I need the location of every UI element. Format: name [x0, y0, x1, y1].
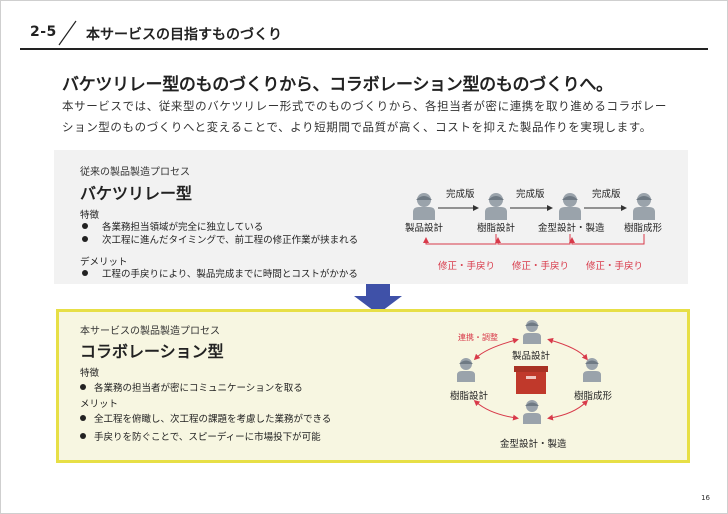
collaboration-process-panel — [56, 309, 690, 463]
list-item: 各業務の担当者が密にコミュニケーションを取る — [80, 380, 303, 394]
step-label: 樹脂成形 — [624, 223, 663, 234]
forward-label: 完成版 — [592, 189, 621, 200]
link-arrow — [547, 399, 589, 421]
header-rule — [20, 48, 708, 50]
list-item: 次工程に進んだタイミングで、前工程の修正作業が挟まれる — [82, 232, 358, 246]
traditional-title: バケツリレー型 — [80, 184, 193, 203]
rework-arrow — [495, 234, 571, 245]
collaboration-caption: 本サービスの製品製造プロセス — [80, 326, 220, 337]
step-label: 金型設計・製造 — [538, 223, 605, 234]
person-icon — [413, 193, 435, 220]
collaboration-title: コラボレーション型 — [80, 342, 224, 361]
bullet-icon — [82, 236, 88, 242]
box-icon — [514, 366, 548, 394]
forward-label: 完成版 — [516, 189, 545, 200]
headline: バケツリレー型のものづくりから、コラボレーション型のものづくりへ。 — [62, 75, 613, 95]
list-item: 各業務担当領域が完全に独立している — [82, 219, 263, 233]
node-label: 樹脂成形 — [574, 391, 613, 402]
node-label: 製品設計 — [512, 351, 551, 362]
rework-arrow — [423, 234, 497, 245]
bullet-icon — [80, 415, 86, 421]
link-arrow — [473, 337, 519, 361]
person-icon — [457, 358, 475, 382]
traditional-process-panel — [54, 150, 688, 284]
traditional-features-heading: 特徴 — [80, 210, 100, 221]
collaboration-cycle-diagram — [457, 320, 601, 424]
link-arrow — [547, 337, 588, 361]
down-arrow-icon — [354, 284, 402, 314]
bucket-relay-diagram — [413, 193, 655, 245]
link-arrow — [473, 400, 519, 421]
rework-label: 修正・手戻り — [512, 261, 570, 272]
bullet-icon — [82, 270, 88, 276]
person-icon — [485, 193, 507, 220]
step-label: 樹脂設計 — [477, 223, 516, 234]
section-title: 本サービスの目指すものづくり — [86, 27, 282, 43]
traditional-demerits-heading: デメリット — [80, 257, 128, 268]
lead-paragraph: 本サービスでは、従来型のバケツリレー形式でのものづくりから、各担当者が密に連携を… — [62, 96, 682, 138]
list-item: 全工程を俯瞰し、次工程の課題を考慮した業務ができる — [80, 411, 331, 425]
rework-arrow — [569, 234, 645, 245]
person-icon — [523, 320, 541, 344]
node-label: 金型設計・製造 — [500, 439, 567, 450]
person-icon — [559, 193, 581, 220]
rework-label: 修正・手戻り — [438, 261, 496, 272]
slash-divider — [58, 20, 77, 46]
list-item: 工程の手戻りにより、製品完成までに時間とコストがかかる — [82, 266, 358, 280]
link-label: 連携・調整 — [458, 333, 498, 342]
step-label: 製品設計 — [405, 223, 444, 234]
lead-line: ション型のものづくりへと変えることで、より短期間で品質が高く、コストを抑えた製品… — [62, 120, 652, 134]
person-icon — [633, 193, 655, 220]
bullet-icon — [82, 223, 88, 229]
bullet-icon — [80, 384, 86, 390]
bullet-icon — [80, 433, 86, 439]
person-icon — [523, 400, 541, 424]
list-item: 手戻りを防ぐことで、スピーディーに市場投下が可能 — [80, 429, 321, 443]
section-number: 2-5 — [30, 24, 57, 40]
lead-line: 本サービスでは、従来型のバケツリレー形式でのものづくりから、各担当者が密に連携を… — [62, 99, 667, 113]
collaboration-features-heading: 特徴 — [80, 368, 100, 379]
traditional-caption: 従来の製品製造プロセス — [80, 167, 190, 178]
collaboration-merits-heading: メリット — [80, 399, 119, 410]
page-number: 16 — [701, 494, 710, 502]
person-icon — [583, 358, 601, 382]
rework-label: 修正・手戻り — [586, 261, 644, 272]
forward-label: 完成版 — [446, 189, 475, 200]
node-label: 樹脂設計 — [450, 391, 489, 402]
